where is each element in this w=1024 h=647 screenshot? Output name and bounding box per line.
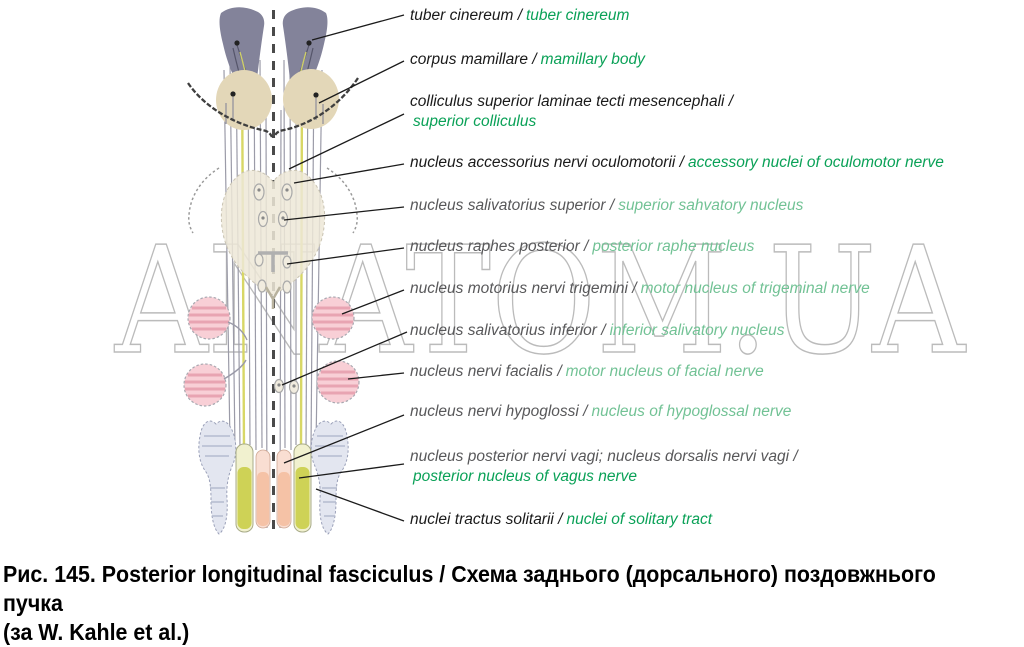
caption-line-2: (за W. Kahle et al.) <box>3 619 190 645</box>
tectum-region <box>220 169 326 296</box>
solitary-tract-columns <box>198 420 349 535</box>
hypoglossal-nucleus-columns <box>255 449 292 529</box>
label-oculomotor-accessory: nucleus accessorius nervi oculomotorii /… <box>410 154 944 171</box>
label-salivatory-superior: nucleus salivatorius superior /superior … <box>410 197 804 214</box>
leader-lines <box>281 14 408 522</box>
anatomical-diagram: ANATOM.UA <box>113 7 968 535</box>
label-superior-colliculus: colliculus superior laminae tecti mesenc… <box>410 93 734 130</box>
mamillary-body-shapes <box>216 69 339 130</box>
label-hypoglossal-nucleus: nucleus nervi hypoglossi /nucleus of hyp… <box>410 403 792 420</box>
figure-caption: Рис. 145. Posterior longitudinal fascicu… <box>3 560 952 647</box>
label-salivatory-inferior: nucleus salivatorius inferior /inferior … <box>410 322 785 339</box>
label-solitary-tract: nuclei tractus solitarii /nuclei of soli… <box>410 511 713 528</box>
vagus-nucleus-columns <box>235 443 312 533</box>
circle-connectors <box>223 321 248 380</box>
midline-nuclei <box>253 183 300 395</box>
rope-curves <box>187 77 359 138</box>
label-facial-nucleus: nucleus nervi facialis /motor nucleus of… <box>410 363 764 380</box>
label-tuber-cinereum: tuber cinereum /tuber cinereum <box>410 7 630 24</box>
midbrain-side-arcs <box>188 167 358 234</box>
label-corpus-mamillare: corpus mamillare /mamillary body <box>410 51 645 68</box>
caption-line-1: Рис. 145. Posterior longitudinal fascicu… <box>3 561 936 616</box>
label-trigeminal-motor: nucleus motorius nervi trigemini /motor … <box>410 280 870 297</box>
label-raphe-posterior: nucleus raphes posterior /posterior raph… <box>410 238 755 255</box>
label-column: tuber cinereum /tuber cinereum corpus ma… <box>410 7 944 528</box>
label-vagus-posterior: nucleus posterior nervi vagi; nucleus do… <box>410 448 798 485</box>
salivatory-nuclei-circles <box>183 296 360 407</box>
diagram-stage: ANATOM.UA <box>3 7 968 645</box>
